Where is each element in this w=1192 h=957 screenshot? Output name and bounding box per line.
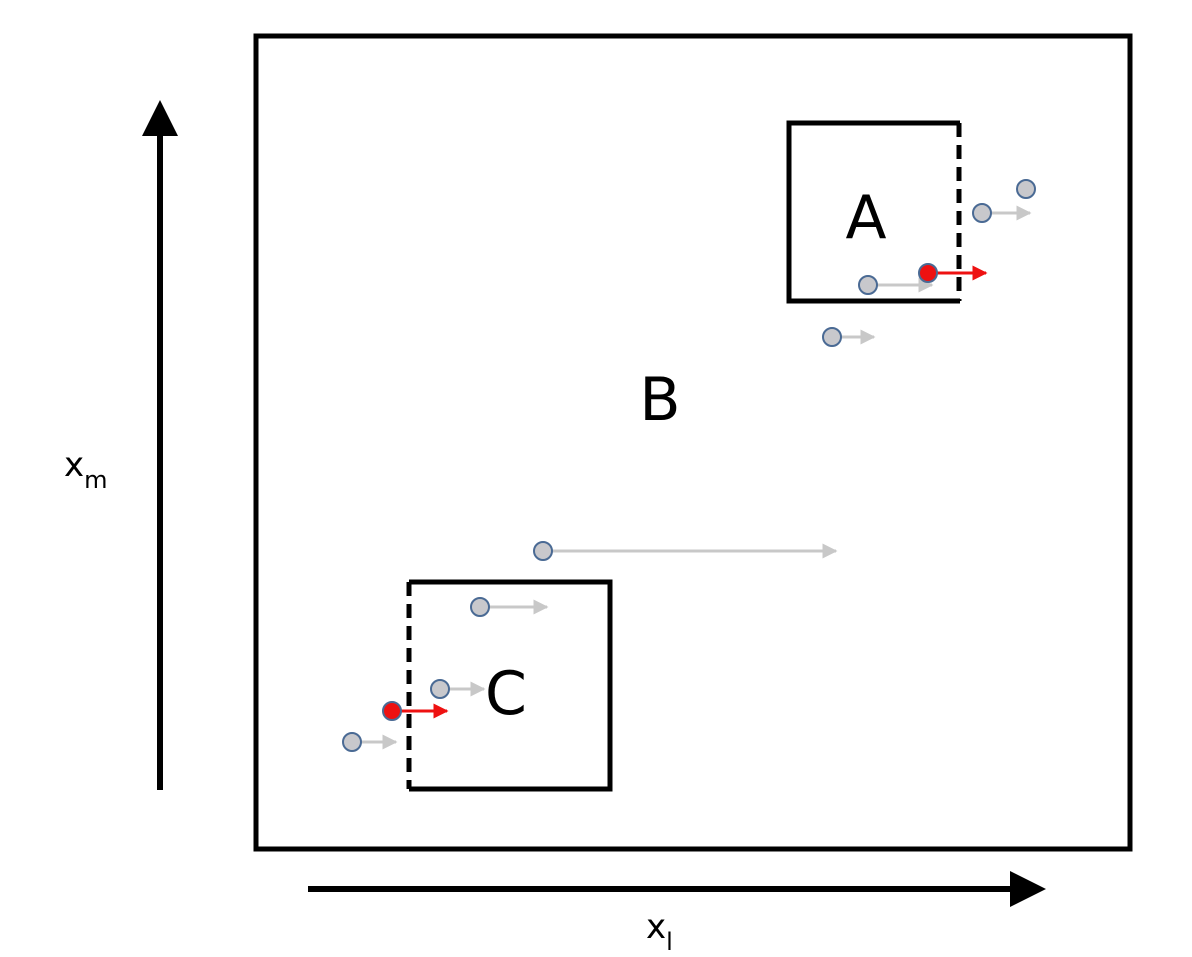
particle <box>430 679 486 699</box>
horizontal-axis-arrow <box>308 871 1046 907</box>
region-c-boundary <box>406 579 613 792</box>
region-b-label: B <box>639 365 680 435</box>
horizontal-axis-label: xl <box>646 907 673 956</box>
particle <box>858 275 934 295</box>
particle <box>822 327 876 347</box>
highlighted-particle <box>918 263 988 283</box>
vertical-axis-arrow <box>142 100 178 790</box>
particle <box>342 732 398 752</box>
region-a-label: A <box>845 183 886 253</box>
particle <box>1016 179 1036 199</box>
particle <box>470 597 549 617</box>
particle <box>972 203 1032 223</box>
vertical-axis-label: xm <box>64 445 108 494</box>
region-c-label: C <box>485 659 527 729</box>
highlighted-particle <box>382 701 449 721</box>
region-b-boundary <box>253 33 1133 852</box>
particle <box>533 541 838 561</box>
region-a-boundary <box>786 120 962 304</box>
